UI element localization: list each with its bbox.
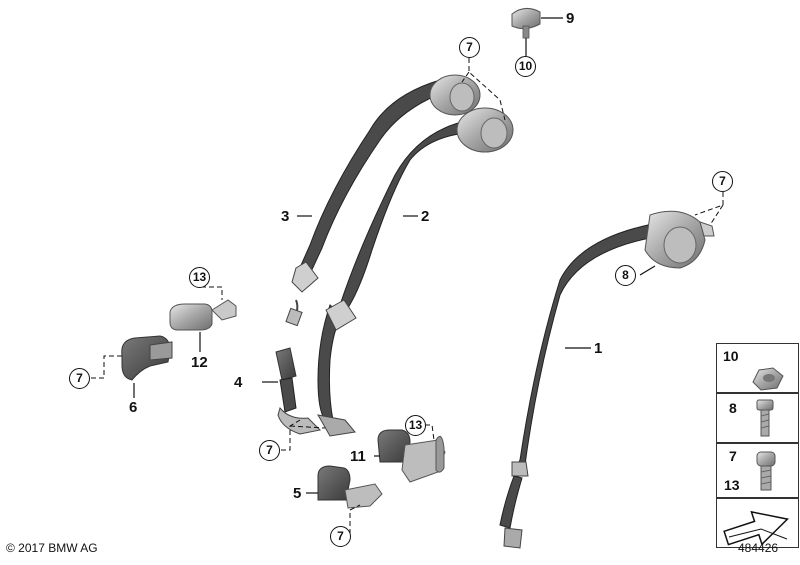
panel-label-10: 10 <box>723 348 739 364</box>
part-label-12: 12 <box>191 354 208 371</box>
panel-cell-7-13: 7 13 <box>716 443 799 498</box>
belt-2 <box>317 107 514 437</box>
part-6-bracket <box>121 335 173 381</box>
part-11-buckle-pair <box>377 429 446 483</box>
ref-circle-7-bottom: 7 <box>330 526 351 547</box>
part-5-buckle <box>317 465 383 509</box>
part-label-11: 11 <box>350 448 366 465</box>
belt-3 <box>285 74 481 327</box>
ref-circle-7-right: 7 <box>712 171 733 192</box>
label-lines <box>297 215 656 349</box>
part-label-5: 5 <box>293 485 302 502</box>
part-label-4: 4 <box>234 374 243 391</box>
ref-circle-7-left: 7 <box>69 368 90 389</box>
part-label-1: 1 <box>594 340 603 357</box>
assembly-arrow-icon <box>723 510 789 546</box>
ref-circle-13-mid: 13 <box>405 415 426 436</box>
ref-circle-7-top: 7 <box>459 37 480 58</box>
ref-circle-7-mid: 7 <box>259 440 280 461</box>
screw-icon <box>756 451 776 491</box>
panel-cell-8: 8 <box>716 393 799 443</box>
bolt-icon <box>756 399 774 437</box>
nut-icon <box>752 367 784 391</box>
diagram-id: 484426 <box>738 541 779 555</box>
fastener-panel: 10 8 7 13 <box>716 343 799 548</box>
panel-cell-arrow <box>716 498 799 548</box>
part-12-buckle-cover <box>169 299 237 331</box>
ref-circle-8: 8 <box>615 265 636 286</box>
part-label-2: 2 <box>421 208 430 225</box>
panel-label-8: 8 <box>729 400 737 416</box>
belt-1 <box>499 210 715 549</box>
part-9-cap <box>511 8 541 39</box>
part-label-6: 6 <box>129 399 138 416</box>
panel-cell-10: 10 <box>716 343 799 393</box>
ref-circle-10-top: 10 <box>515 56 536 77</box>
panel-label-13: 13 <box>724 477 740 493</box>
panel-label-7: 7 <box>729 448 737 464</box>
ref-circle-13-left: 13 <box>189 267 210 288</box>
part-label-3: 3 <box>281 208 290 225</box>
copyright-text: © 2017 BMW AG <box>6 541 98 555</box>
part-label-9: 9 <box>566 10 575 27</box>
